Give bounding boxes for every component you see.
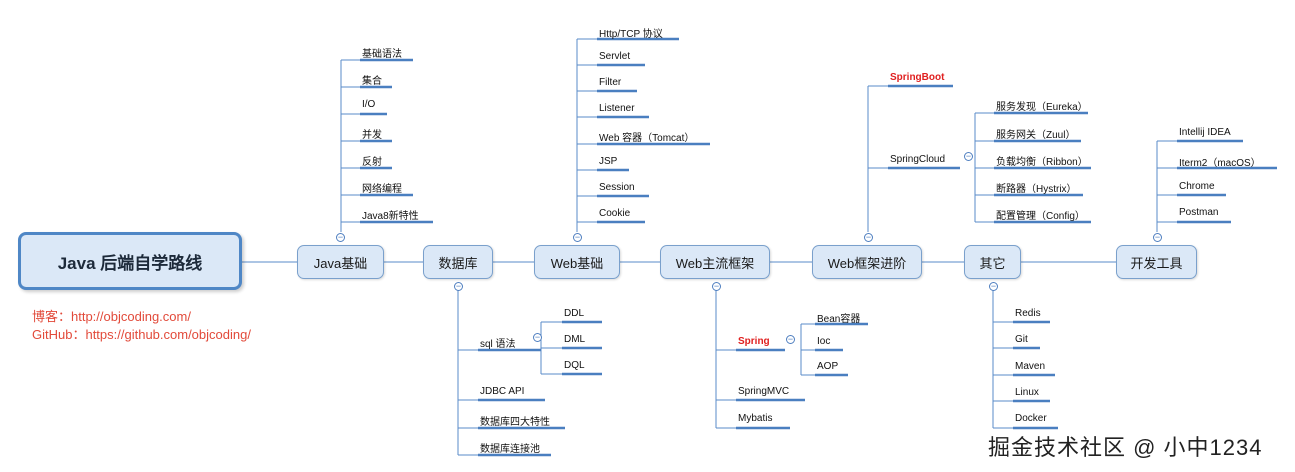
github-link[interactable]: GitHub：https://github.com/objcoding/ xyxy=(32,327,251,342)
framework-item[interactable]: SpringMVC xyxy=(738,386,790,397)
springcloud-item[interactable]: 断路器（Hystrix） xyxy=(996,184,1077,195)
springcloud-item[interactable]: 负载均衡（Ribbon） xyxy=(996,157,1088,168)
web-item[interactable]: Session xyxy=(599,182,635,193)
topic-dev-tools[interactable]: 开发工具 xyxy=(1116,245,1197,279)
other-item[interactable]: Maven xyxy=(1015,361,1046,372)
java-item[interactable]: I/O xyxy=(362,99,376,110)
collapse-icon[interactable]: − xyxy=(712,281,721,291)
db-item[interactable]: JDBC API xyxy=(480,386,525,397)
blog-link[interactable]: 博客：http://objcoding.com/ xyxy=(32,309,191,324)
framework-item[interactable]: Mybatis xyxy=(738,413,773,424)
other-item[interactable]: Docker xyxy=(1015,413,1047,424)
java-item[interactable]: Java8新特性 xyxy=(362,211,419,222)
other-item[interactable]: Git xyxy=(1015,334,1028,345)
spring-item[interactable]: Ioc xyxy=(817,336,831,347)
db-item[interactable]: 数据库连接池 xyxy=(480,444,540,455)
tools-item[interactable]: Chrome xyxy=(1179,181,1215,192)
topic-web-frameworks[interactable]: Web主流框架 xyxy=(660,245,770,279)
other-item[interactable]: Linux xyxy=(1015,387,1039,398)
collapse-icon[interactable]: − xyxy=(573,232,582,242)
topic-web-advanced[interactable]: Web框架进阶 xyxy=(812,245,922,279)
db-item[interactable]: 数据库四大特性 xyxy=(480,417,550,428)
tools-item[interactable]: Intellij IDEA xyxy=(1179,127,1231,138)
framework-spring-node[interactable]: Spring xyxy=(738,336,770,347)
web-item[interactable]: JSP xyxy=(599,156,618,167)
watermark: 掘金技术社区 @ 小中1234 xyxy=(988,435,1263,460)
tools-item[interactable]: Postman xyxy=(1179,207,1219,218)
topic-web-basics[interactable]: Web基础 xyxy=(534,245,620,279)
tools-item[interactable]: Iterm2（macOS） xyxy=(1179,158,1261,169)
java-item[interactable]: 基础语法 xyxy=(362,49,402,60)
java-item[interactable]: 并发 xyxy=(362,130,382,141)
collapse-icon[interactable]: − xyxy=(989,281,998,291)
springcloud-item[interactable]: 配置管理（Config） xyxy=(996,211,1085,222)
collapse-icon[interactable]: − xyxy=(964,151,973,161)
java-item[interactable]: 网络编程 xyxy=(362,184,402,195)
spring-item[interactable]: Bean容器 xyxy=(817,314,861,325)
db-sql-node[interactable]: sql 语法 xyxy=(480,339,516,350)
springcloud-item[interactable]: 服务发现（Eureka） xyxy=(996,102,1088,113)
collapse-icon[interactable]: − xyxy=(786,334,795,344)
web-item[interactable]: Servlet xyxy=(599,51,631,62)
topic-database[interactable]: 数据库 xyxy=(423,245,493,279)
topic-java-basics[interactable]: Java基础 xyxy=(297,245,384,279)
sql-item[interactable]: DQL xyxy=(564,360,585,371)
collapse-icon[interactable]: − xyxy=(533,332,542,342)
web-item[interactable]: Filter xyxy=(599,77,622,88)
web-item[interactable]: Http/TCP 协议 xyxy=(599,29,663,40)
sql-item[interactable]: DDL xyxy=(564,308,585,319)
springcloud-item[interactable]: 服务网关（Zuul） xyxy=(996,130,1076,141)
other-item[interactable]: Redis xyxy=(1015,308,1041,319)
root-node[interactable]: Java 后端自学路线 xyxy=(18,232,242,290)
web-item[interactable]: Listener xyxy=(599,103,635,114)
java-item[interactable]: 反射 xyxy=(362,157,382,168)
web-item[interactable]: Cookie xyxy=(599,208,631,219)
advanced-springboot-node[interactable]: SpringBoot xyxy=(890,72,945,83)
sql-item[interactable]: DML xyxy=(564,334,586,345)
web-item[interactable]: Web 容器（Tomcat） xyxy=(599,133,695,144)
collapse-icon[interactable]: − xyxy=(454,281,463,291)
collapse-icon[interactable]: − xyxy=(864,232,873,242)
topic-other[interactable]: 其它 xyxy=(964,245,1021,279)
spring-item[interactable]: AOP xyxy=(817,361,839,372)
collapse-icon[interactable]: − xyxy=(336,232,345,242)
advanced-springcloud-node[interactable]: SpringCloud xyxy=(890,154,946,165)
java-item[interactable]: 集合 xyxy=(362,76,382,87)
collapse-icon[interactable]: − xyxy=(1153,232,1162,242)
